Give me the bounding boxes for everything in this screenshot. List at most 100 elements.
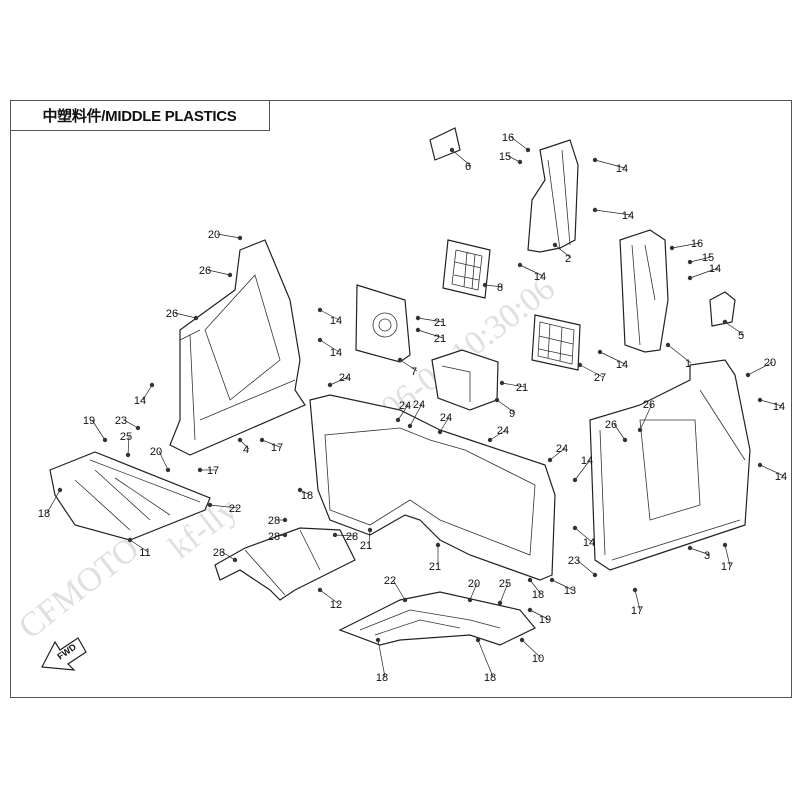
leader-line <box>409 403 423 427</box>
fastener-icon <box>395 417 401 423</box>
callout-number: 14 <box>330 315 342 327</box>
fastener-icon <box>282 532 288 538</box>
leader-line <box>634 589 641 611</box>
callout-number: 21 <box>516 382 528 394</box>
part-11-floor-guard-left[interactable] <box>49 451 211 541</box>
callout-number: 16 <box>691 238 703 250</box>
fastener-icon <box>592 207 598 213</box>
leader-line <box>521 639 542 659</box>
leader-line <box>549 447 566 461</box>
callout-number: 14 <box>709 263 721 275</box>
fastener-icon <box>665 342 671 348</box>
callout-number: 28 <box>268 515 280 527</box>
part-13-rear-wall-panel[interactable] <box>309 394 556 581</box>
callout-number: 26 <box>605 419 617 431</box>
leader-line <box>451 149 472 167</box>
callout-28: 28 <box>268 515 288 527</box>
part-2-pillar-trim[interactable] <box>527 139 579 253</box>
callout-25: 25 <box>120 431 132 458</box>
part-8-grille[interactable] <box>442 239 491 299</box>
leader-line <box>91 419 106 441</box>
callout-20: 20 <box>745 357 776 378</box>
fastener-icon <box>317 337 323 343</box>
part-3-right-side-panel[interactable] <box>589 359 751 571</box>
callout-number: 26 <box>199 265 211 277</box>
callout-number: 24 <box>440 412 452 424</box>
leader-line <box>747 361 774 376</box>
part-9-cover[interactable] <box>431 349 499 411</box>
fastener-icon <box>637 427 643 433</box>
leader-line <box>574 527 593 543</box>
callout-24: 24 <box>407 399 425 429</box>
callout-number: 23 <box>115 415 127 427</box>
callout-number: 24 <box>556 443 568 455</box>
fastener-icon <box>232 557 238 563</box>
leader-line <box>477 639 494 678</box>
callout-1: 1 <box>665 342 692 370</box>
fastener-icon <box>497 600 503 606</box>
callout-number: 24 <box>399 400 411 412</box>
callout-24: 24 <box>327 372 351 388</box>
fastener-icon <box>517 262 523 268</box>
leader-line <box>319 589 340 605</box>
callout-14: 14 <box>134 382 155 407</box>
leader-line <box>399 359 418 372</box>
callout-number: 24 <box>413 399 425 411</box>
callout-20: 20 <box>467 578 480 603</box>
part-1-pillar-trim[interactable] <box>619 229 669 353</box>
callout-number: 11 <box>139 547 150 559</box>
callout-number: 21 <box>434 317 446 329</box>
callout-20: 20 <box>208 229 243 241</box>
leader-line <box>329 376 349 386</box>
fastener-icon <box>127 537 133 543</box>
callout-18: 18 <box>527 577 544 601</box>
callout-number: 20 <box>208 229 220 241</box>
part-4-left-side-panel[interactable] <box>169 239 306 456</box>
callout-28: 28 <box>213 547 238 563</box>
fastener-icon <box>237 235 243 241</box>
leader-line <box>499 582 509 604</box>
fastener-icon <box>397 357 403 363</box>
fastener-icon <box>527 607 533 613</box>
leader-line <box>319 309 340 321</box>
callout-14: 14 <box>517 262 546 283</box>
callout-24: 24 <box>547 443 568 463</box>
callout-number: 18 <box>301 490 313 502</box>
callout-number: 15 <box>499 151 511 163</box>
fastener-icon <box>327 382 333 388</box>
fastener-icon <box>449 147 455 153</box>
callout-14: 14 <box>597 349 628 371</box>
leader-line <box>689 267 719 279</box>
callout-20: 20 <box>150 446 171 473</box>
callout-number: 18 <box>38 508 50 520</box>
leader-line <box>334 534 356 537</box>
part-10-floor-guard-right[interactable] <box>338 591 536 646</box>
fastener-icon <box>499 380 505 386</box>
part-7-speaker-housing[interactable] <box>355 284 411 363</box>
part-27-grille[interactable] <box>531 314 581 371</box>
part-5-cap[interactable] <box>709 291 736 327</box>
leader-line <box>519 264 544 277</box>
fastener-icon <box>487 437 493 443</box>
part-12-tunnel-cover[interactable] <box>214 527 356 601</box>
leader-line <box>127 435 130 456</box>
leader-line <box>174 312 197 319</box>
part-6-cap[interactable] <box>429 127 461 161</box>
fastener-icon <box>207 502 213 508</box>
leader-line <box>689 256 712 263</box>
callout-9: 9 <box>494 397 516 420</box>
callout-number: 20 <box>150 446 162 458</box>
fastener-icon <box>592 572 598 578</box>
fastener-icon <box>482 282 488 288</box>
callout-19: 19 <box>527 607 551 626</box>
leader-line <box>529 609 549 620</box>
callout-14: 14 <box>687 263 721 281</box>
leader-line <box>501 382 526 388</box>
leader-line <box>417 329 444 339</box>
callout-17: 17 <box>197 465 219 477</box>
fastener-icon <box>193 315 199 321</box>
leader-line <box>510 136 529 151</box>
fastener-icon <box>757 462 763 468</box>
callout-14: 14 <box>572 455 593 483</box>
fastener-icon <box>494 397 500 403</box>
